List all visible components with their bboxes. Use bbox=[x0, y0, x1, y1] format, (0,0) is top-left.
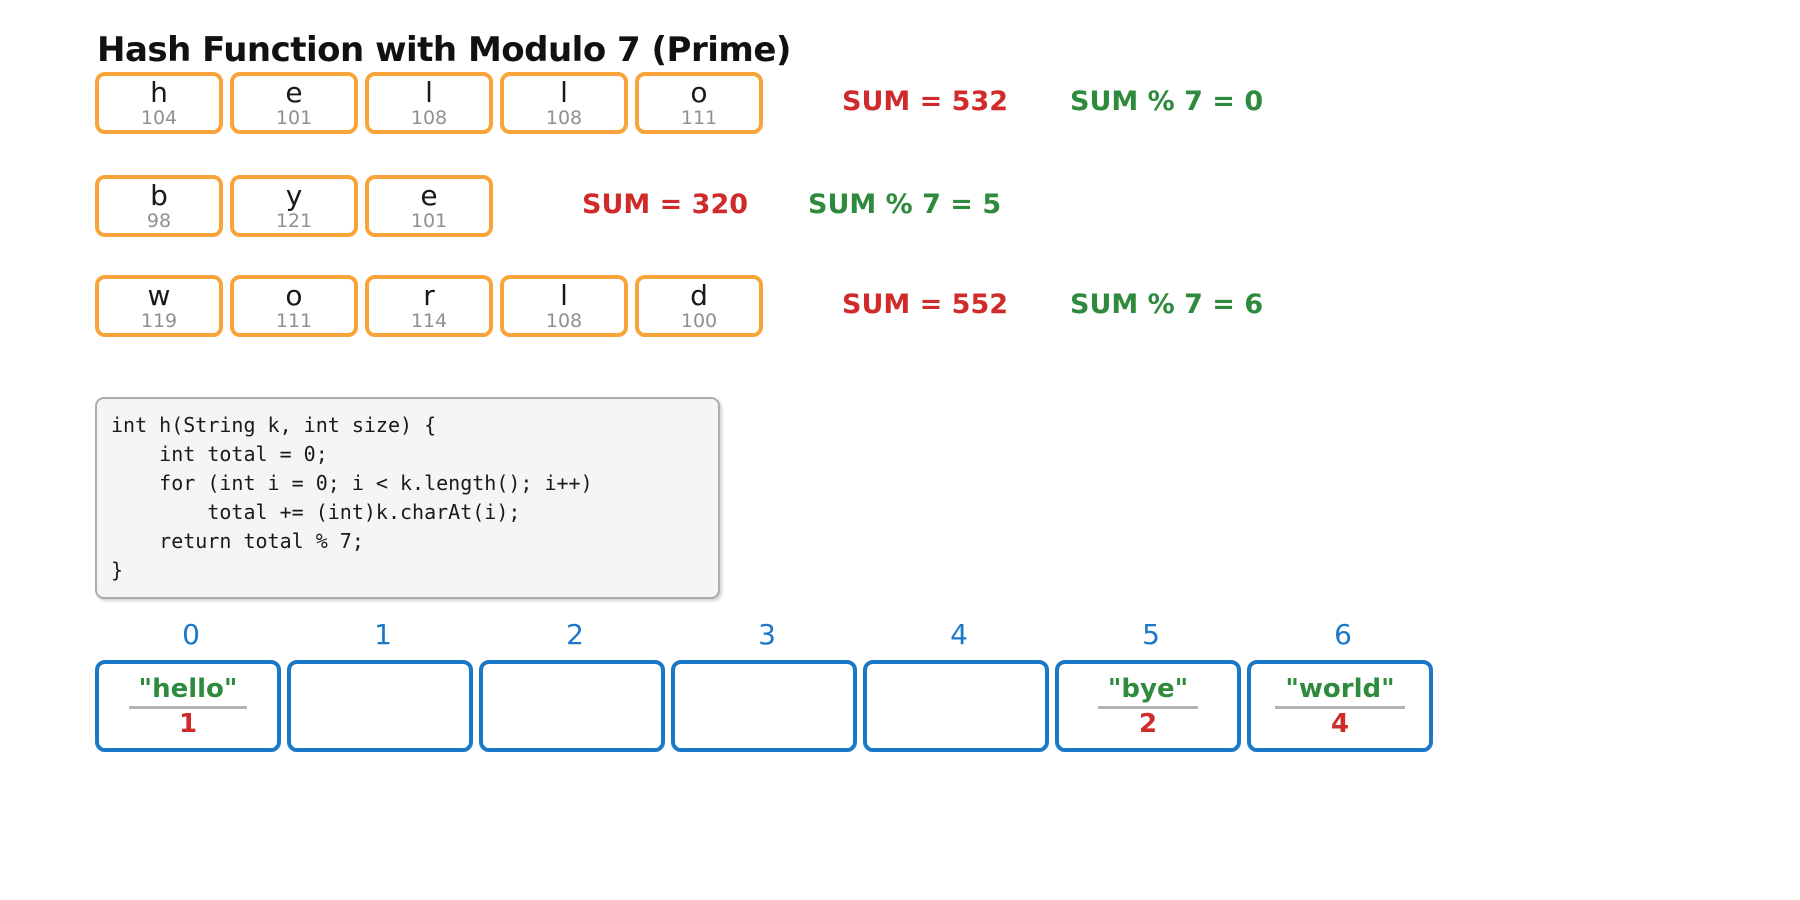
slot-index: 3 bbox=[758, 618, 776, 651]
sum-label: SUM = 532 bbox=[842, 86, 1009, 117]
mod-label: SUM % 7 = 6 bbox=[1070, 289, 1264, 320]
slot-value: 1 bbox=[178, 709, 198, 740]
slot-index: 2 bbox=[566, 618, 584, 651]
char-cell: e 101 bbox=[230, 72, 358, 134]
slot-key: "bye" bbox=[1097, 673, 1199, 710]
slot-index: 1 bbox=[374, 618, 392, 651]
char-letter: r bbox=[423, 278, 435, 312]
char-cell: l 108 bbox=[365, 72, 493, 134]
char-letter: e bbox=[420, 178, 438, 212]
slot-value: 2 bbox=[1138, 709, 1158, 740]
char-cell: d 100 bbox=[635, 275, 763, 337]
hash-slot-2 bbox=[479, 660, 665, 752]
char-letter: l bbox=[560, 278, 568, 312]
char-letter: l bbox=[560, 75, 568, 109]
hash-slot-1 bbox=[287, 660, 473, 752]
hash-slot-4 bbox=[863, 660, 1049, 752]
code-block: int h(String k, int size) { int total = … bbox=[95, 397, 720, 599]
char-cell: h 104 bbox=[95, 72, 223, 134]
char-cell: r 114 bbox=[365, 275, 493, 337]
slot-index: 0 bbox=[182, 618, 200, 651]
slot-entry: "hello" 1 bbox=[128, 673, 248, 740]
char-cell: y 121 bbox=[230, 175, 358, 237]
slot-entry: "world" 4 bbox=[1275, 673, 1405, 740]
char-ascii-code: 119 bbox=[140, 309, 178, 332]
code-line: int total = 0; bbox=[111, 442, 328, 466]
char-letter: d bbox=[690, 278, 708, 312]
page-title: Hash Function with Modulo 7 (Prime) bbox=[97, 30, 791, 70]
slot-value: 4 bbox=[1330, 709, 1350, 740]
char-ascii-code: 108 bbox=[410, 106, 448, 129]
char-cell: o 111 bbox=[230, 275, 358, 337]
word-row-hello: h 104 e 101 l 108 l 108 o 111 SUM = 532 … bbox=[95, 72, 1263, 134]
char-letter: y bbox=[285, 178, 303, 212]
hash-table-indices: 0 1 2 3 4 5 6 bbox=[95, 618, 1439, 652]
slot-key: "hello" bbox=[128, 673, 248, 710]
sum-label: SUM = 320 bbox=[582, 189, 749, 220]
char-ascii-code: 100 bbox=[680, 309, 718, 332]
hash-slot-5: "bye" 2 bbox=[1055, 660, 1241, 752]
char-cell: b 98 bbox=[95, 175, 223, 237]
char-letter: o bbox=[285, 278, 303, 312]
char-ascii-code: 108 bbox=[545, 106, 583, 129]
char-ascii-code: 111 bbox=[275, 309, 313, 332]
char-cell: o 111 bbox=[635, 72, 763, 134]
code-line: } bbox=[111, 558, 124, 582]
char-ascii-code: 101 bbox=[275, 106, 313, 129]
hash-slot-0: "hello" 1 bbox=[95, 660, 281, 752]
slot-key: "world" bbox=[1275, 673, 1405, 710]
code-line: return total % 7; bbox=[111, 529, 364, 553]
slot-index: 4 bbox=[950, 618, 968, 651]
mod-label: SUM % 7 = 5 bbox=[808, 189, 1002, 220]
sum-label: SUM = 552 bbox=[842, 289, 1009, 320]
code-line: for (int i = 0; i < k.length(); i++) bbox=[111, 471, 593, 495]
char-letter: o bbox=[690, 75, 708, 109]
code-line: total += (int)k.charAt(i); bbox=[111, 500, 521, 524]
hash-slot-6: "world" 4 bbox=[1247, 660, 1433, 752]
char-ascii-code: 108 bbox=[545, 309, 583, 332]
char-cell: w 119 bbox=[95, 275, 223, 337]
char-ascii-code: 111 bbox=[680, 106, 718, 129]
code-line: int h(String k, int size) { bbox=[111, 413, 437, 437]
word-row-bye: b 98 y 121 e 101 SUM = 320 SUM % 7 = 5 bbox=[95, 175, 1001, 237]
char-ascii-code: 121 bbox=[275, 209, 313, 232]
word-row-world: w 119 o 111 r 114 l 108 d 100 SUM = 552 … bbox=[95, 275, 1263, 337]
char-ascii-code: 101 bbox=[410, 209, 448, 232]
char-letter: w bbox=[147, 278, 171, 312]
char-cell: l 108 bbox=[500, 72, 628, 134]
char-letter: h bbox=[150, 75, 168, 109]
char-letter: l bbox=[425, 75, 433, 109]
char-cell: l 108 bbox=[500, 275, 628, 337]
char-letter: b bbox=[150, 178, 168, 212]
mod-label: SUM % 7 = 0 bbox=[1070, 86, 1264, 117]
hash-table: "hello" 1 "bye" 2 "world" 4 bbox=[95, 660, 1439, 752]
char-ascii-code: 104 bbox=[140, 106, 178, 129]
slot-index: 5 bbox=[1142, 618, 1160, 651]
char-ascii-code: 98 bbox=[146, 209, 172, 232]
char-cell: e 101 bbox=[365, 175, 493, 237]
char-ascii-code: 114 bbox=[410, 309, 448, 332]
slot-index: 6 bbox=[1334, 618, 1352, 651]
slot-entry: "bye" 2 bbox=[1097, 673, 1199, 740]
char-letter: e bbox=[285, 75, 303, 109]
hash-slot-3 bbox=[671, 660, 857, 752]
